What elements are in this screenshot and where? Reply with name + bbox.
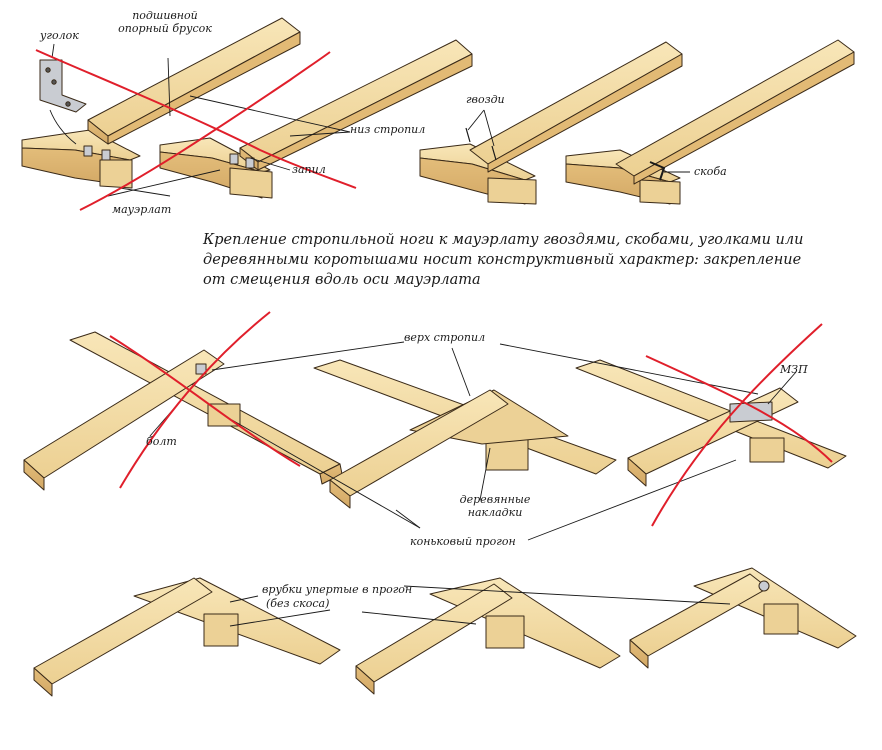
rafter-b-bottom bbox=[257, 53, 473, 171]
angle-label: уголок bbox=[40, 29, 79, 42]
top-right-leaders bbox=[467, 109, 690, 173]
plate-tr-2-end bbox=[639, 179, 681, 205]
bottom-right-group bbox=[629, 567, 857, 669]
top-right-group bbox=[419, 39, 855, 205]
wood-pads-label-2: накладки bbox=[467, 506, 523, 519]
mid-center-rafter-2-side bbox=[329, 479, 351, 509]
bot-right-rafter-2-side bbox=[629, 639, 649, 669]
bot-left-rafter-2-side bbox=[33, 667, 53, 697]
bracket-hole-3 bbox=[65, 101, 71, 107]
bottom-notch-label-2: (без скоса) bbox=[266, 597, 330, 610]
rafter-b bbox=[239, 39, 473, 163]
wood-pads-label-1: деревянные bbox=[459, 493, 531, 506]
wallplate-mid-end bbox=[229, 167, 273, 199]
red-mark-top-left bbox=[35, 49, 357, 211]
angle-bracket-icon bbox=[39, 59, 87, 113]
small-bracket-1 bbox=[83, 145, 93, 157]
red-marks-middle bbox=[109, 311, 833, 527]
caption-line-3: от смещения вдоль оси мауэрлата bbox=[203, 272, 481, 288]
caption-line-1: Крепление стропильной ноги к мауэрлату г… bbox=[203, 232, 804, 248]
bolt-icon-bottom bbox=[758, 580, 770, 592]
nail-icon-2 bbox=[491, 145, 497, 161]
mid-right-purlin-end bbox=[749, 437, 785, 463]
bottom-notch-label-1: врубки упертые в прогон bbox=[262, 583, 413, 596]
rafter-a-bottom bbox=[107, 31, 301, 145]
mid-right-rafter-1 bbox=[575, 359, 847, 469]
nail-icon-1 bbox=[465, 127, 471, 143]
rafter-top-label: верх стропил bbox=[404, 331, 486, 344]
bot-center-rafter-2-side bbox=[355, 665, 375, 695]
top-right-fasteners bbox=[465, 127, 666, 181]
mid-right-rafter-2-side bbox=[627, 457, 647, 487]
wallplate-left-end bbox=[99, 159, 133, 189]
bolt-icon bbox=[195, 363, 207, 375]
small-bracket-4 bbox=[245, 157, 255, 169]
bottom-left-group bbox=[33, 577, 341, 697]
notch-label: запил bbox=[292, 163, 326, 176]
middle-left-group bbox=[23, 331, 343, 491]
bot-left-rafter-2 bbox=[33, 577, 213, 685]
bottom-center-group bbox=[355, 577, 621, 695]
caption: Крепление стропильной ноги к мауэрлату г… bbox=[203, 230, 863, 290]
bot-right-purlin-end bbox=[763, 603, 799, 635]
top-left-group bbox=[21, 17, 473, 199]
caption-line-2: деревянными коротышами носит конструктив… bbox=[203, 252, 802, 268]
support-beam-label-1: подшивной bbox=[132, 9, 198, 22]
top-left-leaders bbox=[49, 43, 351, 197]
mid-left-rafter-2-side bbox=[23, 459, 45, 491]
rafter-bottom-label: низ стропил bbox=[350, 123, 426, 136]
bracket-hole-1 bbox=[45, 67, 51, 73]
middle-center-group bbox=[313, 359, 617, 509]
rafter-tr-2-bottom bbox=[633, 51, 855, 185]
small-bracket-2 bbox=[101, 149, 111, 161]
staple-icon bbox=[649, 161, 666, 181]
ridge-purlin-label: коньковый прогон bbox=[410, 535, 516, 548]
plate-tr-1-end bbox=[487, 177, 537, 205]
small-bracket-3 bbox=[229, 153, 239, 165]
bracket-hole-2 bbox=[51, 79, 57, 85]
rafter-tr-1-bottom bbox=[487, 53, 683, 173]
bot-left-purlin-end bbox=[203, 613, 239, 647]
wallplate-label: мауэрлат bbox=[112, 203, 172, 216]
mzp-label: МЗП bbox=[780, 363, 808, 376]
nails-label: гвозди bbox=[466, 93, 505, 106]
bot-center-purlin-end bbox=[485, 615, 525, 649]
middle-right-group bbox=[575, 359, 847, 487]
support-beam-label-2: опорный брусок bbox=[118, 22, 212, 35]
bolt-label: болт bbox=[146, 435, 177, 448]
bottom-leaders bbox=[229, 585, 731, 627]
staple-label: скоба bbox=[694, 165, 727, 178]
